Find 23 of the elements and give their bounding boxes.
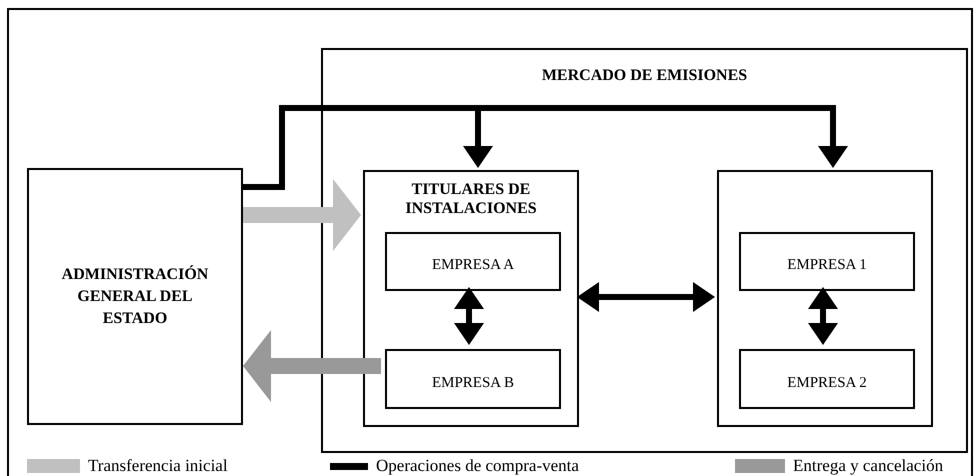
arrow xyxy=(577,282,715,312)
box-label: EMPRESA A xyxy=(432,256,514,276)
entity-box xyxy=(385,232,561,291)
entity-box xyxy=(739,349,915,409)
group-box xyxy=(717,170,933,427)
entity-box xyxy=(739,232,915,291)
legend-label: Transferencia inicial xyxy=(88,456,228,476)
arrow xyxy=(243,330,381,402)
box-label: ADMINISTRACIÓN GENERAL DEL ESTADO xyxy=(60,264,210,328)
arrow xyxy=(808,287,838,345)
box-label: EMPRESA 2 xyxy=(787,374,867,393)
frame-title: MERCADO DE EMISIONES xyxy=(542,67,748,84)
arrow xyxy=(454,287,484,345)
box-label: EMPRESA 1 xyxy=(787,256,867,276)
group-box xyxy=(363,170,579,427)
legend-label: Entrega y cancelación xyxy=(793,456,944,476)
box-label: TITULARES DE INSTALACIONES xyxy=(405,181,537,217)
entity-box xyxy=(385,349,561,409)
entity-box xyxy=(27,168,243,425)
arrow xyxy=(243,179,361,251)
box-label: EMPRESA B xyxy=(432,374,514,393)
market-frame xyxy=(321,48,968,453)
legend-label: Operaciones de compra-venta xyxy=(376,456,579,476)
